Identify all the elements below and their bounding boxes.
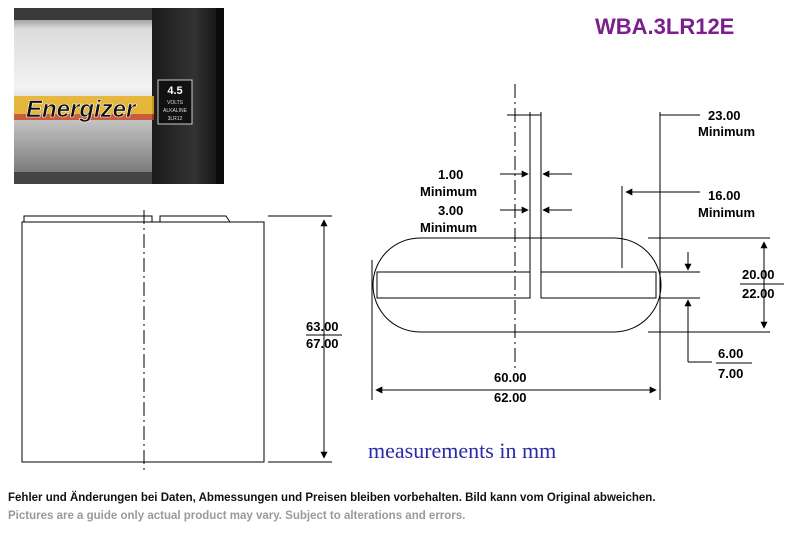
dim-spacing: 3.00 Minimum [420, 203, 572, 235]
dim-gap: 1.00 Minimum [420, 167, 572, 199]
battery-chemistry: ALKALINE [163, 108, 188, 114]
terminal-short-min-label: Minimum [698, 205, 755, 220]
battery-voltage-unit: VOLTS [167, 100, 184, 106]
long-terminal [376, 271, 531, 299]
height-dimension: 63.00 67.00 [268, 215, 342, 463]
dim-length: 60.00 62.00 [375, 370, 657, 405]
disclaimer-german: Fehler und Änderungen bei Daten, Abmessu… [8, 492, 656, 504]
width-max-label: 22.00 [742, 286, 775, 301]
terminal-short-min-value: 16.00 [708, 188, 741, 203]
dim-width: 20.00 22.00 [740, 241, 784, 329]
dim-terminal-long: 23.00 Minimum [507, 108, 755, 139]
product-code-title: WBA.3LR12E [595, 14, 734, 39]
gap-min-value: 1.00 [438, 167, 463, 182]
spacing-min-value: 3.00 [438, 203, 463, 218]
offset-min-label: 6.00 [718, 346, 743, 361]
dim-terminal-short: 16.00 Minimum [625, 188, 755, 220]
spacing-min-label: Minimum [420, 220, 477, 235]
terminal-long-min-label: Minimum [698, 124, 755, 139]
length-max-label: 62.00 [494, 390, 527, 405]
height-max-label: 67.00 [306, 336, 339, 351]
units-note: measurements in mm [368, 438, 557, 463]
gap-min-label: Minimum [420, 184, 477, 199]
terminal-long-min-value: 23.00 [708, 108, 741, 123]
battery-voltage: 4.5 [167, 85, 182, 97]
length-min-label: 60.00 [494, 370, 527, 385]
dim-offset: 6.00 7.00 [684, 252, 752, 381]
disclaimer-english: Pictures are a guide only actual product… [8, 510, 466, 522]
height-min-label: 63.00 [306, 319, 339, 334]
width-min-label: 20.00 [742, 267, 775, 282]
top-view-extension-lines [371, 112, 770, 400]
side-view-outline [21, 215, 265, 463]
short-terminal [540, 271, 657, 299]
battery-cell-code: 3LR12 [168, 116, 183, 122]
battery-photo: Energizer 4.5 VOLTS ALKALINE 3LR12 [14, 8, 224, 184]
offset-max-label: 7.00 [718, 366, 743, 381]
battery-brand-logo: Energizer [26, 96, 137, 123]
top-view-outline [372, 237, 662, 333]
